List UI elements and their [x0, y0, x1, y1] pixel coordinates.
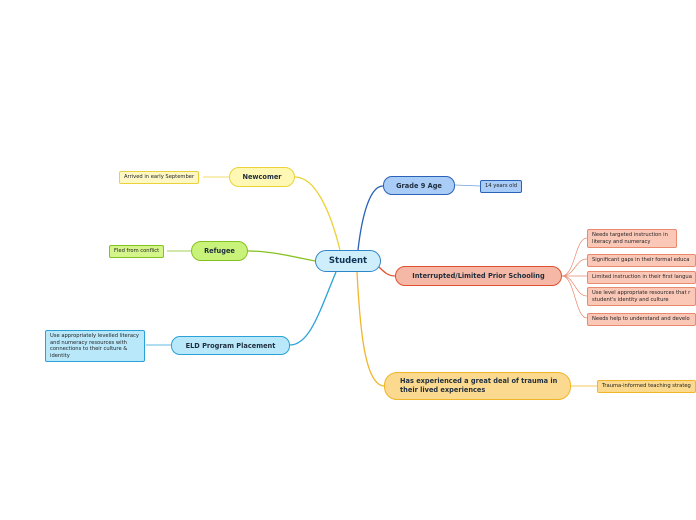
subtopic-fled-conflict[interactable]: Fled from conflict [109, 245, 165, 258]
topic-eld-placement[interactable]: ELD Program Placement [171, 336, 290, 355]
subtopic-formal-education-gaps[interactable]: Significant gaps in their formal educa [587, 254, 696, 267]
subtopic-first-language[interactable]: Limited instruction in their first langu… [587, 271, 696, 284]
central-topic[interactable]: Student [315, 250, 381, 272]
topic-refugee[interactable]: Refugee [191, 241, 248, 261]
subtopic-understand-develop[interactable]: Needs help to understand and develo [587, 313, 696, 326]
connector-eld [289, 271, 337, 346]
subtopic-level-appropriate-resources[interactable]: Use level appropriate resources that r s… [587, 287, 696, 307]
topic-interrupted-schooling[interactable]: Interrupted/Limited Prior Schooling [395, 266, 562, 286]
leaf-connector-int-4 [561, 275, 588, 297]
subtopic-trauma-informed[interactable]: Trauma-informed teaching strateg [597, 380, 696, 393]
connector-trauma [356, 271, 385, 387]
subtopic-targeted-instruction[interactable]: Needs targeted instruction in literacy a… [587, 229, 677, 249]
leaf-connector-grade [454, 184, 481, 187]
topic-newcomer[interactable]: Newcomer [229, 167, 295, 187]
leaf-connector-int-1 [561, 237, 588, 277]
leaf-connector-int-5 [561, 275, 588, 319]
topic-trauma[interactable]: Has experienced a great deal of trauma i… [384, 372, 571, 400]
topic-grade-9-age[interactable]: Grade 9 Age [383, 176, 455, 195]
connector-interrupted [377, 265, 396, 277]
subtopic-age[interactable]: 14 years old [480, 180, 523, 193]
subtopic-levelled-resources[interactable]: Use appropriately levelled literacy and … [45, 330, 145, 363]
connector-refugee [247, 250, 316, 262]
subtopic-arrival[interactable]: Arrived in early September [119, 171, 200, 184]
connector-newcomer [294, 176, 341, 251]
leaf-connector-int-2 [561, 258, 588, 277]
connector-grade [357, 185, 384, 251]
